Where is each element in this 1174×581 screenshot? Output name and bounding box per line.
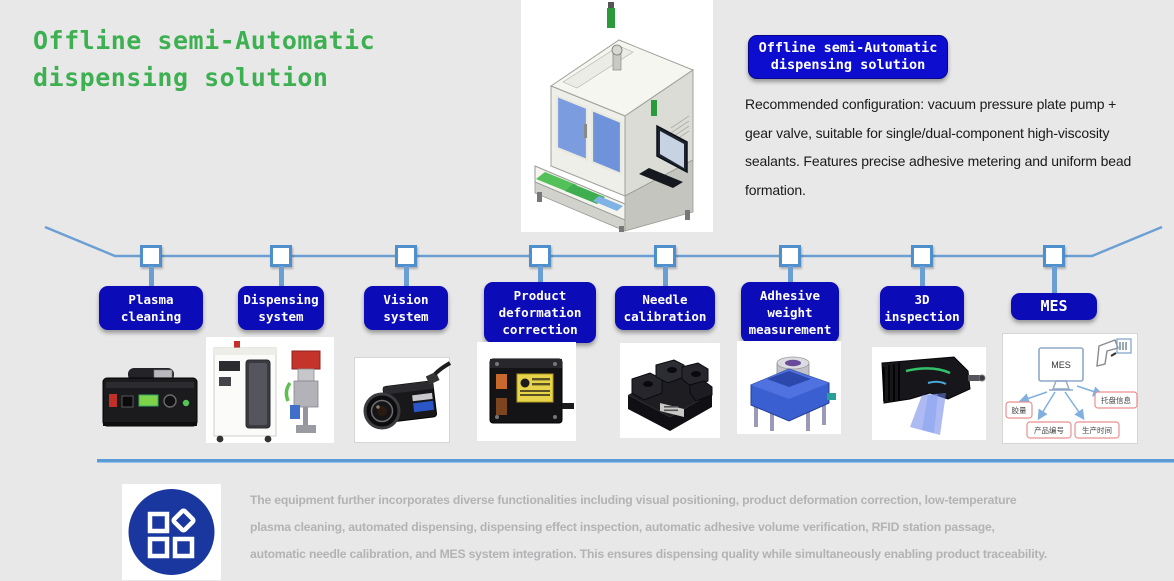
needle-calibration-image — [620, 343, 720, 438]
page-title: Offline semi-Automatic dispensing soluti… — [33, 26, 376, 92]
node-connector — [1052, 266, 1057, 293]
footer-summary-text: The equipment further incorporates diver… — [250, 487, 1047, 568]
plasma-cleaner-image — [98, 366, 202, 430]
mes-node-glue-amount: 胶量 — [1012, 405, 1028, 415]
timeline-node — [1043, 245, 1065, 267]
footer-line: plasma cleaning, automated dispensing, d… — [250, 520, 995, 534]
node-connector — [788, 266, 793, 282]
description-line: gear valve, suitable for single/dual-com… — [745, 124, 1110, 141]
station-label-adhesive-weight-measurement: Adhesive weight measurement — [741, 282, 839, 343]
node-connector — [538, 266, 543, 282]
machine-photo-card — [521, 0, 713, 232]
timeline-node — [654, 245, 676, 267]
description-line: sealants. Features precise adhesive mete… — [745, 153, 1132, 169]
station-label-dispensing-system: Dispensing system — [238, 286, 324, 330]
node-connector — [920, 266, 925, 286]
node-connector — [149, 266, 154, 286]
node-connector — [279, 266, 284, 286]
timeline-node — [140, 245, 162, 267]
description-line: formation. — [745, 181, 806, 198]
recommended-configuration-text: Recommended configuration: vacuum pressu… — [745, 90, 1131, 204]
mes-monitor-label: MES — [1051, 360, 1071, 370]
deformation-sensor-image — [477, 342, 576, 441]
timeline-path — [44, 225, 1163, 258]
timeline-node — [395, 245, 417, 267]
station-label-product-deformation-correction: Product deformation correction — [484, 282, 596, 343]
station-label-3d-inspection: 3D inspection — [880, 286, 964, 330]
mes-node-pallet-info: 托盘信息 — [1101, 395, 1131, 405]
dispensing-machine-image — [534, 2, 695, 232]
vision-camera-image — [354, 357, 452, 443]
mes-diagram-image: MES 胶量 产品编号 生产时间 — [1002, 333, 1138, 444]
node-connector — [663, 266, 668, 286]
station-label-plasma-cleaning: Plasma cleaning — [99, 286, 203, 330]
barcode-scanner-icon — [1096, 338, 1132, 367]
description-line: Recommended configuration: vacuum pressu… — [745, 96, 1117, 112]
footer-line: The equipment further incorporates diver… — [250, 493, 1017, 507]
timeline-node — [779, 245, 801, 267]
timeline-node — [529, 245, 551, 267]
inspection-3d-image — [872, 347, 986, 440]
solution-badge: Offline semi-Automatic dispensing soluti… — [748, 35, 948, 79]
footer-icon-card — [122, 484, 221, 580]
section-divider — [97, 459, 1174, 463]
adhesive-weighing-image — [737, 341, 841, 434]
station-label-needle-calibration: Needle calibration — [615, 286, 715, 330]
mes-node-product-number: 产品编号 — [1034, 425, 1064, 435]
timeline-node — [270, 245, 292, 267]
timeline-node — [911, 245, 933, 267]
dispensing-system-image — [206, 337, 334, 443]
station-label-vision-system: Vision system — [364, 286, 448, 330]
station-label-mes: MES — [1011, 293, 1097, 320]
node-connector — [404, 266, 409, 286]
mes-node-production-time: 生产时间 — [1082, 425, 1112, 435]
footer-line: automatic needle calibration, and MES sy… — [250, 547, 1048, 561]
app-grid-icon — [128, 489, 215, 575]
